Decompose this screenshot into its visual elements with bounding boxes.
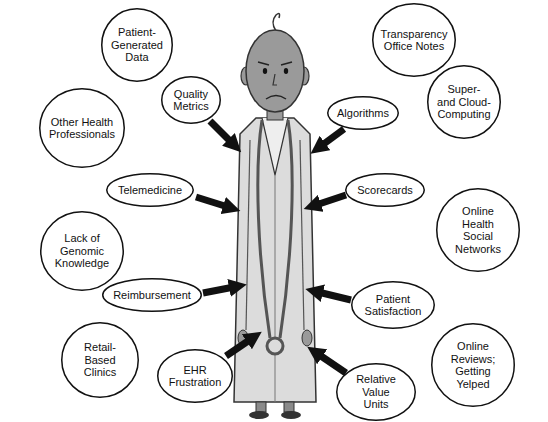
trouser-leg [256,402,266,412]
node-text-group: Patient Satisfaction [365,293,422,318]
node-text-group: Retail- Based Clinics [84,341,116,379]
topic-label: Lack of Genomic Knowledge [55,232,110,270]
node-ellipse [337,364,416,421]
coat-seam [275,175,276,402]
node-text-group: Quality Metrics [173,88,208,113]
node-ellipse [40,89,125,168]
node-ellipse [328,97,399,130]
pressure-arrow [196,197,228,207]
coat-sleeve [300,140,304,330]
pressure-arrow [321,129,344,146]
head [246,30,304,112]
node-text-group: Telemedicine [118,184,182,197]
topic-circle: Online Reviews; Getting Yelped [431,323,515,407]
topic-oval: EHR Frustration [157,349,233,403]
topic-oval: Reimbursement [102,278,202,312]
stethoscope-chestpiece [267,338,283,354]
node-text-group: Super- and Cloud- Computing [437,83,491,121]
topic-circle: Online Health Social Networks [436,188,520,272]
pressure-arrow [318,292,351,300]
topic-label: Super- and Cloud- Computing [437,83,491,121]
node-text-group: Patient- Generated Data [111,26,163,64]
node-ellipse [437,189,520,272]
node-ellipse [432,324,515,407]
pressure-arrow [316,195,346,205]
topic-circle: Patient- Generated Data [101,8,173,82]
node-text-group: Relative Value Units [356,373,396,411]
hand [302,330,312,346]
pressure-arrow [210,121,232,143]
topic-label: Scorecards [357,184,413,197]
trouser-leg [284,402,294,412]
node-ellipse [158,350,233,403]
topic-oval: Patient Satisfaction [351,281,435,329]
shoe [281,411,301,419]
topic-circle: Retail- Based Clinics [61,322,139,398]
node-text-group: Online Reviews; Getting Yelped [451,340,496,390]
node-text-group: Other Health Professionals [49,116,115,141]
pressure-arrow [203,287,234,293]
topic-oval: Algorithms [327,96,399,130]
topic-label: Patient Satisfaction [365,293,422,318]
topic-oval: Quality Metrics [161,76,221,124]
topic-circle: Other Health Professionals [39,88,125,168]
topic-oval: Transparency Office Notes [372,3,456,77]
eyebrow [258,62,269,65]
topic-circle: Super- and Cloud- Computing [427,65,501,139]
topic-circle: Lack of Genomic Knowledge [40,211,124,291]
frown-mouth [266,96,286,100]
topic-oval: Relative Value Units [336,363,416,421]
topic-oval: Telemedicine [106,173,194,207]
node-text-group: Transparency Office Notes [381,28,448,53]
topic-label: Algorithms [337,107,389,120]
node-ellipse [102,9,173,82]
topic-oval: Scorecards [345,173,425,207]
node-ellipse [352,282,435,329]
node-ellipse [107,174,194,207]
node-ellipse [162,77,221,124]
lab-coat [234,118,316,402]
node-text-group: Lack of Genomic Knowledge [55,232,110,270]
node-ellipse [41,212,124,291]
topic-label: Online Health Social Networks [455,205,501,255]
stethoscope-tube [280,120,292,338]
shoe [249,411,269,419]
eye [284,68,288,74]
node-text-group: Scorecards [357,184,413,197]
coat-sleeve [246,140,250,330]
topic-label: EHR Frustration [169,364,222,389]
node-text-group: Online Health Social Networks [455,205,501,255]
nose [273,74,277,85]
node-text-group: Reimbursement [113,289,191,302]
topic-label: Relative Value Units [356,373,396,411]
topic-label: Retail- Based Clinics [84,341,116,379]
node-ellipse [103,279,202,312]
topic-label: Reimbursement [113,289,191,302]
hair-wisp [273,14,280,31]
node-ellipse [62,323,139,398]
topic-label: Quality Metrics [173,88,208,113]
node-text-group: Algorithms [337,107,389,120]
pressure-arrow [226,339,251,356]
pressure-arrow [318,354,346,373]
topic-label: Online Reviews; Getting Yelped [451,340,496,390]
topic-label: Telemedicine [118,184,182,197]
eye [263,68,267,74]
node-ellipse [428,66,501,139]
node-ellipse [373,4,456,77]
topic-label: Other Health Professionals [49,116,115,141]
stethoscope-tube [258,120,270,338]
coat-collar [262,118,288,175]
topic-label: Patient- Generated Data [111,26,163,64]
topic-label: Transparency Office Notes [381,28,448,53]
eyebrow [281,62,292,65]
node-ellipse [346,174,425,207]
node-text-group: EHR Frustration [169,364,222,389]
